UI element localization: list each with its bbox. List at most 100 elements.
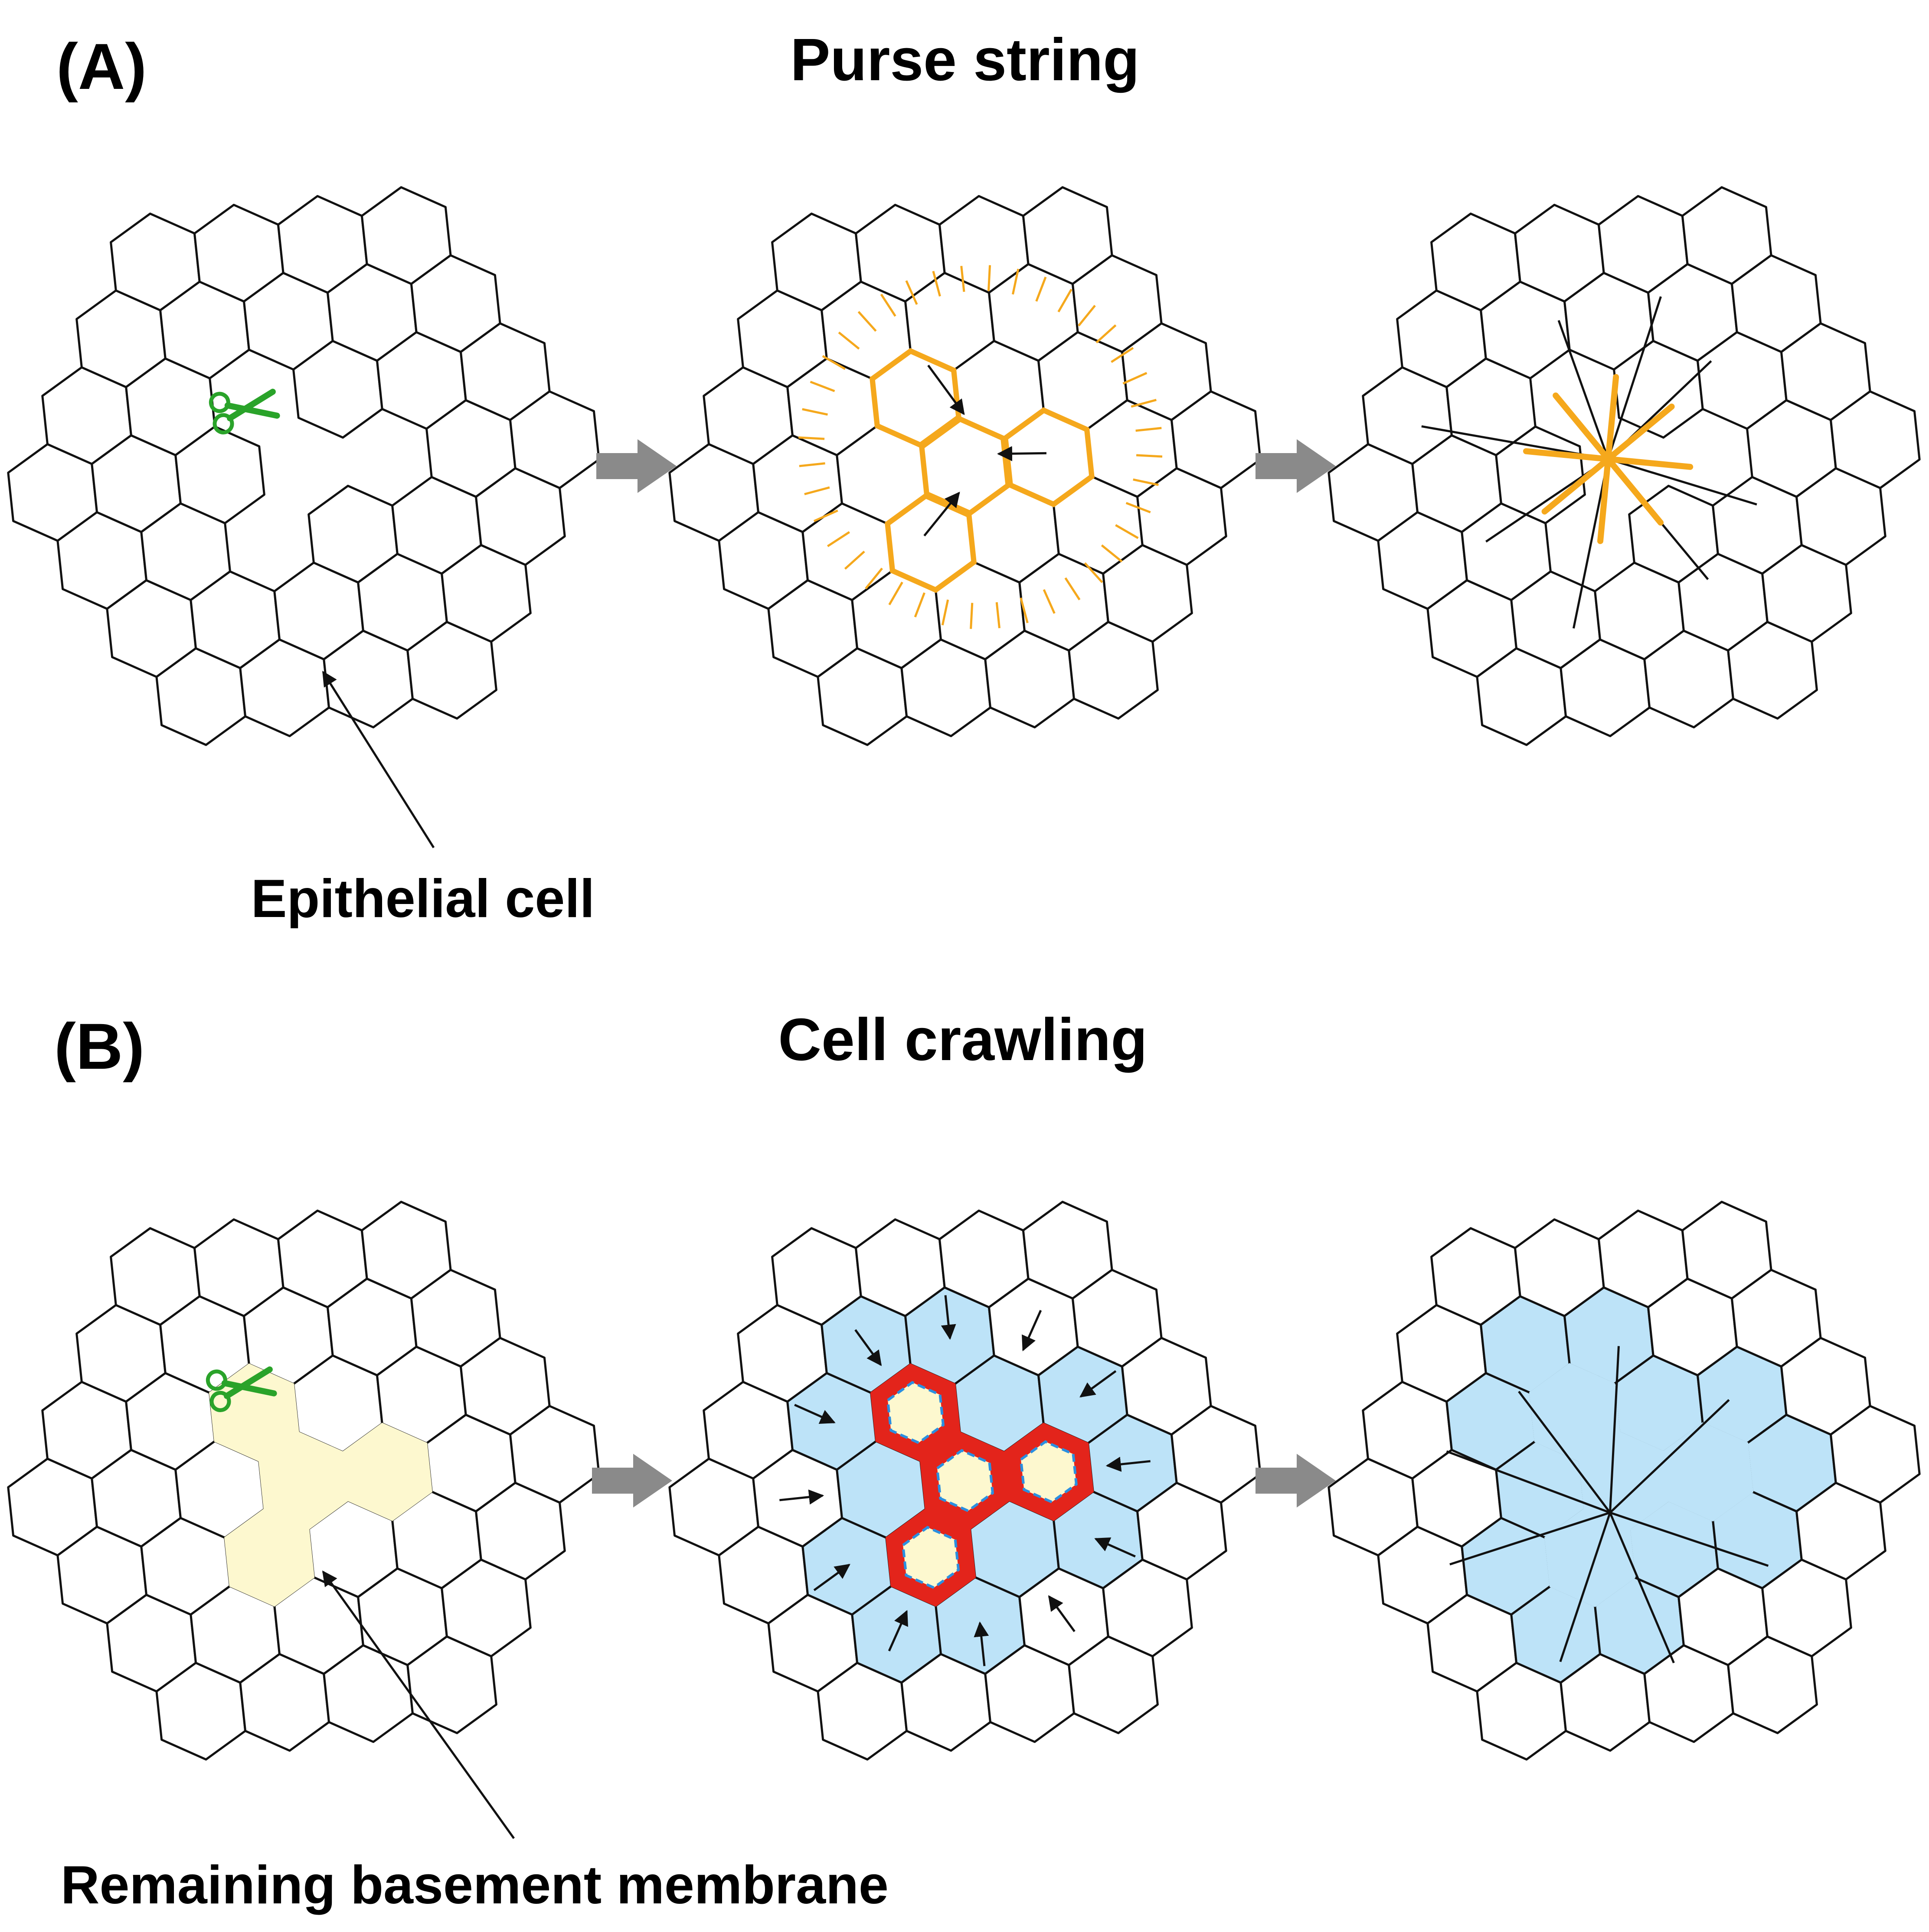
step-arrow-icon [596, 439, 677, 493]
basement-membrane [342, 1423, 433, 1521]
basement-membrane [258, 1431, 349, 1530]
basement-membrane [224, 1508, 315, 1607]
basement-membrane [935, 1449, 994, 1513]
tension-line [865, 568, 883, 590]
tension-line [960, 266, 965, 292]
basement-membrane [209, 1363, 300, 1462]
tension-line [1135, 427, 1162, 432]
migration-arrow-icon [1079, 1370, 1117, 1398]
tension-line [1078, 305, 1096, 326]
tension-line [1095, 324, 1117, 344]
tension-line [987, 265, 991, 291]
tension-line [799, 462, 825, 467]
cell-boundary [1609, 1399, 1730, 1514]
epithelial-cell-label: Epithelial cell [251, 869, 595, 929]
tension-line [802, 408, 828, 416]
tension-line [1057, 289, 1072, 313]
tension-line [804, 486, 830, 496]
tension-line [1122, 372, 1148, 385]
tension-line [1012, 268, 1020, 295]
migration-arrow-icon [927, 365, 965, 415]
tension-line [888, 581, 903, 606]
tension-line [914, 592, 925, 618]
cell-crawling-migration [668, 1201, 1262, 1761]
wounded-epithelium-a [7, 186, 600, 746]
tension-line [1064, 577, 1081, 600]
basement-membrane [902, 1526, 960, 1589]
scissors-icon [206, 1366, 277, 1412]
cell-boundary [1449, 1511, 1611, 1566]
tension-line [844, 551, 865, 570]
actin-cable [1605, 374, 1619, 462]
cell-crawling-closed [1327, 1201, 1921, 1761]
actin-cable [1523, 448, 1612, 462]
purse-string-closed [1327, 186, 1921, 746]
migration-arrow-icon [1022, 1310, 1042, 1351]
tension-line [822, 355, 846, 370]
migration-arrow-icon [813, 1563, 850, 1591]
actin-cable [1553, 392, 1612, 462]
migration-arrow-icon [997, 446, 1046, 461]
cell-boundary [1609, 1346, 1620, 1513]
tension-line [1111, 347, 1134, 363]
tension-line [995, 602, 1000, 628]
step-arrow-icon [1255, 1454, 1336, 1508]
step-arrow-icon [1255, 439, 1336, 493]
scissors-icon [209, 388, 280, 434]
cell-boundary [1609, 1511, 1769, 1567]
cell-boundary [1446, 1450, 1611, 1514]
panel-b-letter: (B) [54, 1010, 144, 1083]
actin-cable [1597, 456, 1612, 544]
migration-arrow-icon [1105, 1456, 1151, 1472]
migration-arrow-icon [888, 1610, 908, 1651]
tension-line [1131, 398, 1157, 408]
tension-line [1136, 454, 1163, 458]
tension-line [1084, 562, 1103, 583]
tension-line [810, 381, 835, 392]
tension-line [1020, 597, 1029, 623]
migration-arrow-icon [1048, 1595, 1076, 1632]
migration-arrow-icon [1094, 1537, 1136, 1558]
tension-line [905, 280, 918, 305]
purse-string-contraction [668, 186, 1262, 746]
panel-a-title: Purse string [790, 26, 1139, 93]
tension-line [798, 436, 825, 440]
actin-cable [1605, 456, 1664, 526]
tension-line [838, 331, 860, 350]
callout-arrow [322, 1570, 515, 1839]
tension-line [932, 271, 941, 297]
tension-line [1101, 544, 1123, 563]
cell-boundary [1559, 1512, 1611, 1662]
migration-arrow-icon [974, 1621, 989, 1666]
panel-b-title: Cell crawling [778, 1006, 1147, 1073]
tension-line [880, 294, 896, 317]
step-arrow-icon [592, 1454, 672, 1508]
epithelial-cell [1829, 1405, 1921, 1504]
tension-line [970, 603, 974, 629]
epithelial-cell [1829, 390, 1921, 490]
basement-membrane [1019, 1440, 1078, 1504]
migration-arrow-icon [854, 1329, 882, 1366]
migration-arrow-icon [779, 1489, 824, 1505]
tension-line [941, 599, 949, 626]
migration-arrow-icon [794, 1403, 836, 1424]
wounded-epithelium-b [7, 1201, 600, 1761]
panel-a-letter: (A) [56, 30, 147, 103]
migration-arrow-icon [941, 1295, 956, 1340]
tension-line [1043, 589, 1056, 614]
tension-line [1125, 502, 1151, 513]
cell-boundary [1518, 1390, 1611, 1514]
actin-cable [1605, 456, 1694, 470]
tension-line [857, 311, 877, 332]
tension-line [827, 531, 850, 547]
actin-cable [1605, 403, 1675, 462]
actin-cable [1541, 456, 1612, 515]
basement-membrane [886, 1380, 945, 1445]
basement-membrane-label: Remaining basement membrane [61, 1855, 889, 1915]
tension-line [813, 509, 838, 522]
cell-boundary [1609, 1512, 1675, 1664]
tension-line [1115, 524, 1139, 539]
callout-arrow [322, 671, 435, 849]
tension-line [1133, 478, 1159, 486]
